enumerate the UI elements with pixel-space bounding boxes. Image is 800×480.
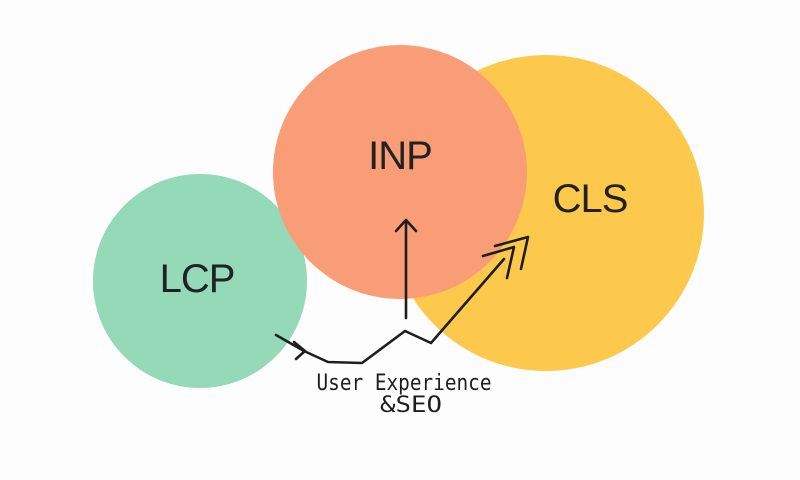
trend-line-arrowhead-icon <box>292 340 307 361</box>
cls-label: CLS <box>553 177 628 221</box>
annotation-line1: User Experience <box>317 371 492 396</box>
lcp-label: LCP <box>160 257 235 301</box>
inp-circle <box>273 45 527 299</box>
lcp-circle <box>93 174 307 388</box>
inp-label: INP <box>368 134 432 178</box>
up-arrow-head-icon <box>394 218 418 233</box>
annotation-line2: &SEO <box>380 393 442 418</box>
double-chevron-outer-icon <box>493 235 530 271</box>
double-chevron-inner-icon <box>481 245 516 280</box>
